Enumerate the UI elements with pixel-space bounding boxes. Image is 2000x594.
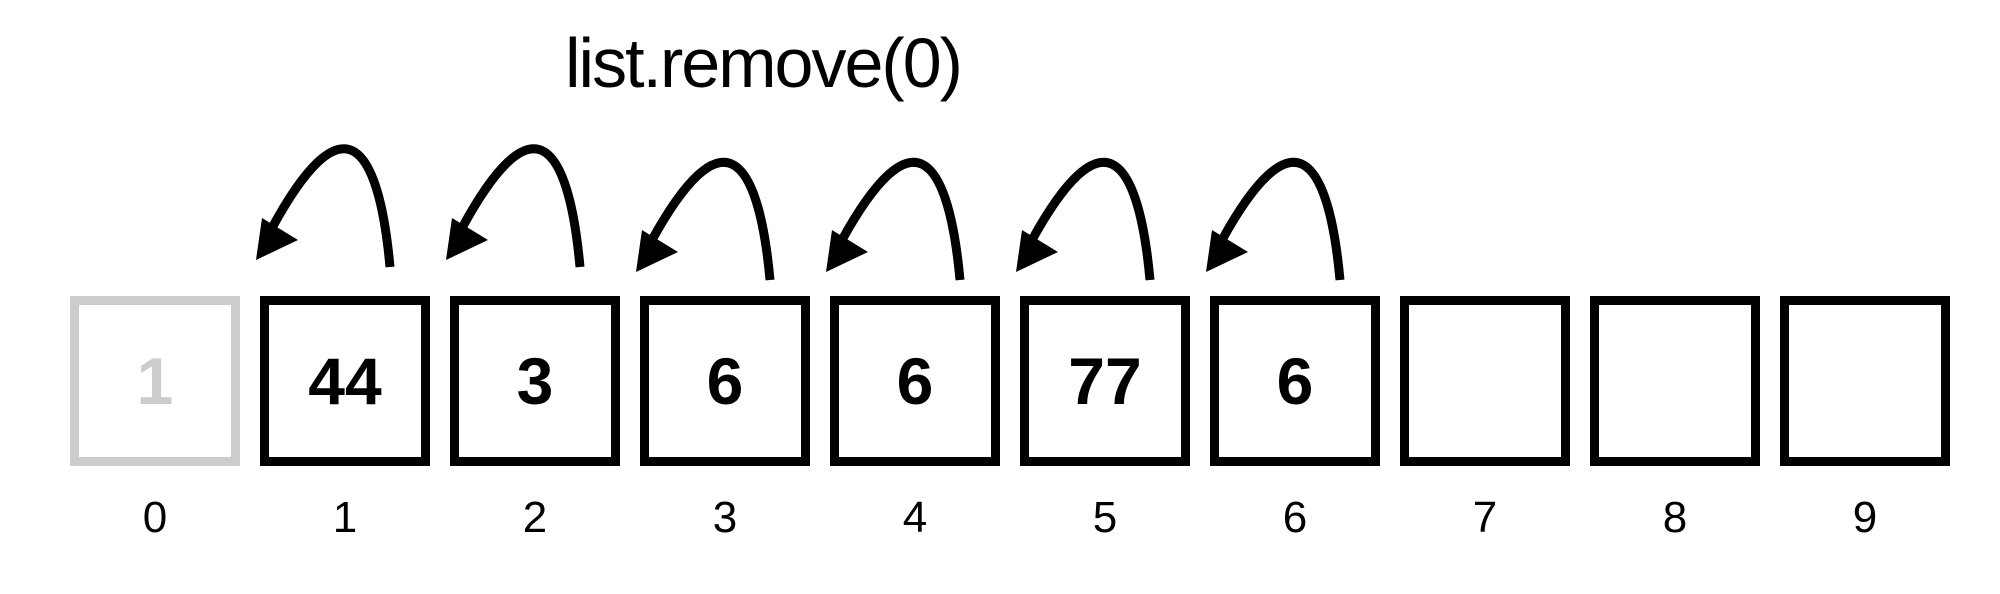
cell-value: 3: [516, 344, 554, 418]
diagram-title: list.remove(0): [565, 24, 963, 102]
shift-arrow-head: [1016, 230, 1058, 272]
array-cell: 6: [640, 296, 810, 466]
shift-arrow-head: [1206, 230, 1248, 272]
cell-index: 3: [712, 493, 738, 542]
cell-value: 6: [1276, 344, 1314, 418]
cell-index: 5: [1092, 493, 1118, 542]
cell-index: 1: [332, 493, 358, 542]
array-cell: 77: [1020, 296, 1190, 466]
cell-index: 6: [1282, 493, 1308, 542]
array-cell: [1780, 296, 1950, 466]
array-cell: 3: [450, 296, 620, 466]
array-cell: 6: [1210, 296, 1380, 466]
array-cell: [1400, 296, 1570, 466]
cell-index: 0: [142, 493, 168, 542]
cell-value: 6: [896, 344, 934, 418]
cell-value: 77: [1068, 344, 1142, 418]
array-cell: [1590, 296, 1760, 466]
array-cell: 6: [830, 296, 1000, 466]
cell-index: 8: [1662, 493, 1688, 542]
shift-arrow-head: [636, 230, 678, 272]
cell-index: 7: [1472, 493, 1498, 542]
shift-arrow-curve: [1218, 157, 1345, 281]
shift-arrow-curve: [1028, 157, 1155, 281]
cell-value: 6: [706, 344, 744, 418]
cell-index: 4: [902, 493, 928, 542]
array-cell: 44: [260, 296, 430, 466]
shift-arrow-head: [446, 218, 488, 260]
shift-arrow-head: [256, 218, 298, 260]
array-cell: 1: [70, 296, 240, 466]
shift-arrow-curve: [648, 157, 775, 281]
cell-value: 1: [136, 344, 174, 418]
cell-index: 2: [522, 493, 548, 542]
shift-arrow-curve: [458, 144, 585, 268]
shift-arrow-curve: [838, 157, 965, 281]
shift-arrow-curve: [268, 144, 395, 268]
shift-arrow-head: [826, 230, 868, 272]
cell-index: 9: [1852, 493, 1878, 542]
cell-value: 44: [308, 344, 382, 418]
